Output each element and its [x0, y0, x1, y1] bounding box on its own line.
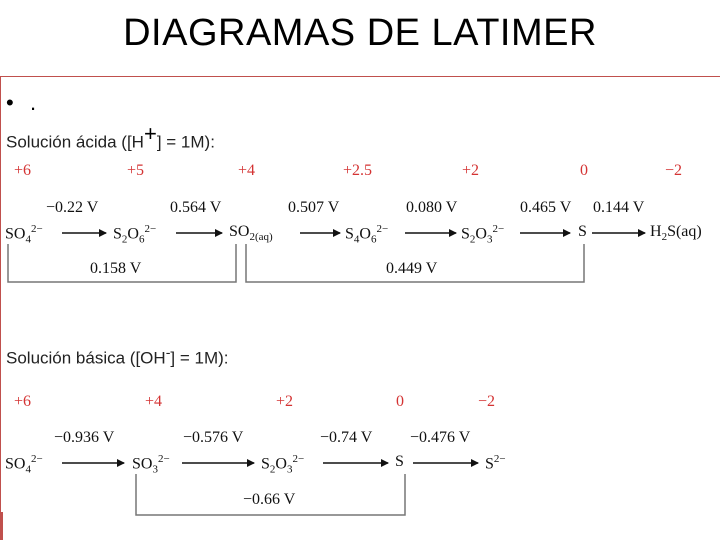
basic-species-thiosulfate: S2O32−	[261, 453, 305, 476]
frame-left-accent	[0, 512, 3, 540]
basic-potential-4: −0.476 V	[410, 429, 471, 446]
acid-species-so2: SO2(aq)	[229, 223, 273, 244]
basic-ox-4: 0	[396, 393, 404, 410]
acid-species-sulfur: S	[578, 223, 587, 240]
acid-potential-2: 0.564 V	[170, 199, 222, 216]
slide-title: DIAGRAMAS DE LATIMER	[123, 12, 597, 54]
acid-potential-6: 0.144 V	[593, 199, 645, 216]
basic-species-sulfur: S	[395, 453, 404, 470]
basic-heading: Solución básica ([OH-] = 1M):	[6, 345, 229, 368]
acid-ox-2: +5	[127, 162, 145, 179]
acid-potential-5: 0.465 V	[520, 199, 572, 216]
acid-heading: Solución ácida ([H+] = 1M):	[6, 121, 215, 152]
bullet-marker: •	[6, 90, 14, 115]
acid-ox-4: +2.5	[343, 162, 373, 179]
acid-potential-1: −0.22 V	[46, 199, 99, 216]
acid-species-sulfate: SO42−	[5, 223, 43, 246]
acid-ox-6: 0	[580, 162, 588, 179]
basic-species-sulfate: SO42−	[5, 453, 43, 476]
acid-ox-7: −2	[665, 162, 683, 179]
acid-bridge-line-2	[245, 244, 585, 283]
basic-bridge-1: −0.66 V	[243, 491, 296, 508]
acid-potential-4: 0.080 V	[406, 199, 458, 216]
acid-bridge-2: 0.449 V	[386, 260, 438, 277]
acid-species-h2s: H2S(aq)	[650, 223, 702, 244]
basic-ox-1: +6	[14, 393, 32, 410]
acid-ox-3: +4	[238, 162, 256, 179]
acid-bridge-1: 0.158 V	[90, 260, 142, 277]
basic-potential-1: −0.936 V	[54, 429, 115, 446]
basic-ox-5: −2	[478, 393, 496, 410]
acid-species-dithionate: S2O62−	[113, 223, 157, 246]
acid-species-thiosulfate: S2O32−	[461, 223, 505, 246]
basic-ox-3: +2	[276, 393, 294, 410]
acid-bridge-line-1	[7, 244, 237, 283]
acid-ox-1: +6	[14, 162, 32, 179]
basic-bridge-line-1	[135, 474, 406, 516]
frame-top-rule	[0, 76, 720, 77]
basic-species-sulfite: SO32−	[132, 453, 170, 476]
acid-potential-3: 0.507 V	[288, 199, 340, 216]
basic-potential-3: −0.74 V	[320, 429, 373, 446]
basic-species-sulfide: S2−	[485, 453, 506, 473]
basic-potential-2: −0.576 V	[183, 429, 244, 446]
acid-ox-5: +2	[462, 162, 480, 179]
frame-left-rule	[0, 76, 1, 540]
acid-species-tetrathionate: S4O62−	[345, 223, 389, 246]
basic-ox-2: +4	[145, 393, 163, 410]
bullet-text: .	[30, 90, 37, 115]
